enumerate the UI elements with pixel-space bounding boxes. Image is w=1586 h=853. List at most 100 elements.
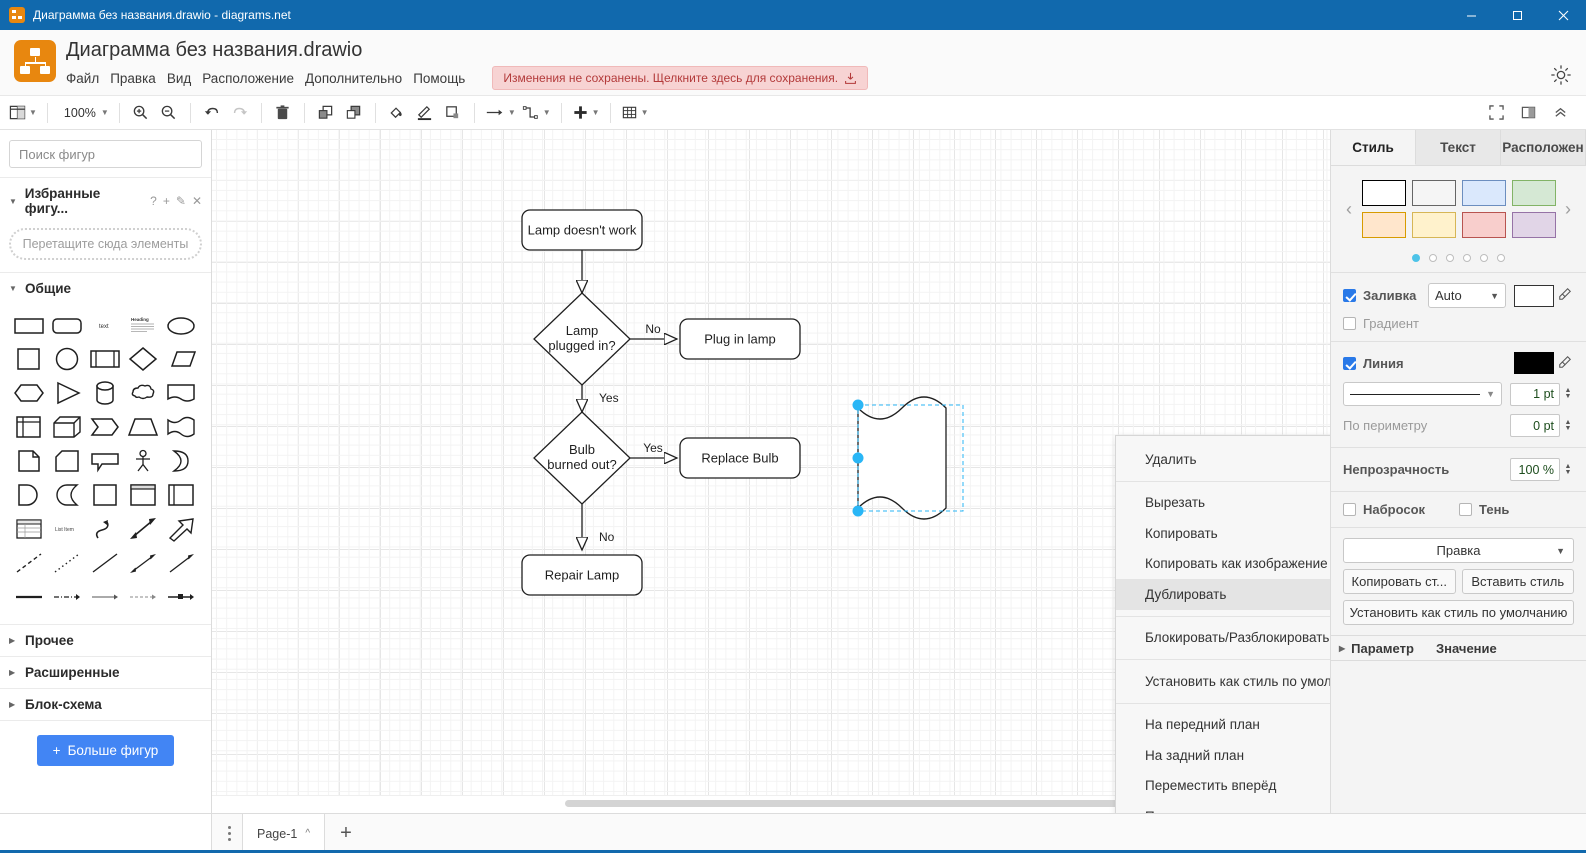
pagination-dot-6[interactable] xyxy=(1497,254,1505,262)
pagination-dot-3[interactable] xyxy=(1446,254,1454,262)
style-swatch-blue[interactable] xyxy=(1461,180,1506,206)
horizontal-scrollbar[interactable] xyxy=(212,795,1330,813)
menu-help[interactable]: Помощь xyxy=(413,70,466,86)
context-menu-item-lock-unlock[interactable]: Блокировать/Разблокировать xyxy=(1145,630,1330,646)
shape-double-arrow-icon[interactable] xyxy=(124,512,162,546)
shape-step-icon[interactable] xyxy=(86,410,124,444)
shape-list-item-icon[interactable]: List Item xyxy=(48,512,86,546)
zoom-select[interactable]: 100% ▼ xyxy=(55,99,112,127)
context-menu-item-delete[interactable]: Удалить xyxy=(1145,451,1197,467)
shape-delay-icon[interactable] xyxy=(10,478,48,512)
fill-color-icon[interactable] xyxy=(383,99,411,127)
close-button[interactable] xyxy=(1540,0,1586,30)
sidebar-section-flowchart[interactable]: ▶ Блок-схема xyxy=(0,688,211,720)
set-default-style-button[interactable]: Установить как стиль по умолчанию xyxy=(1343,600,1574,625)
shape-internal-storage-icon[interactable] xyxy=(10,410,48,444)
line-width-stepper[interactable]: ▲▼ xyxy=(1562,387,1574,400)
connector-plain-icon[interactable] xyxy=(10,580,48,614)
selection-handle-ml[interactable] xyxy=(852,452,864,464)
shape-rounded-rectangle-icon[interactable] xyxy=(48,308,86,342)
shape-loop-limit-icon[interactable] xyxy=(48,478,86,512)
scrollbar-thumb[interactable] xyxy=(565,800,1330,807)
shape-line-icon[interactable] xyxy=(86,546,124,580)
format-panel-icon[interactable] xyxy=(1514,99,1542,127)
style-swatch-green[interactable] xyxy=(1511,180,1556,206)
connector-thin-icon[interactable] xyxy=(86,580,124,614)
line-eyedropper-icon[interactable] xyxy=(1558,355,1574,372)
tab-style[interactable]: Стиль xyxy=(1331,130,1416,165)
flow-node-repair-lamp[interactable]: Repair Lamp xyxy=(521,554,643,596)
theme-toggle-icon[interactable] xyxy=(1550,64,1572,86)
to-front-icon[interactable] xyxy=(312,99,340,127)
collapse-icon[interactable] xyxy=(1546,99,1574,127)
fullscreen-icon[interactable] xyxy=(1482,99,1510,127)
maximize-button[interactable] xyxy=(1494,0,1540,30)
pagination-dot-1[interactable] xyxy=(1412,254,1420,262)
context-menu-item-set-default-style[interactable]: Установить как стиль по умолчанию xyxy=(1145,673,1330,689)
sketch-checkbox[interactable] xyxy=(1343,503,1356,516)
context-menu-item-duplicate[interactable]: Дублировать xyxy=(1116,579,1330,610)
edit-style-dropdown[interactable]: Правка ▼ xyxy=(1343,538,1574,563)
shape-process-icon[interactable] xyxy=(86,342,124,376)
menu-edit[interactable]: Правка xyxy=(110,70,156,86)
delete-icon[interactable] xyxy=(269,99,297,127)
context-menu-item-bring-forward[interactable]: Переместить вперёд xyxy=(1145,778,1277,794)
style-swatch-purple[interactable] xyxy=(1511,212,1556,238)
selection-handle-tl[interactable] xyxy=(852,399,864,411)
shape-cube-icon[interactable] xyxy=(48,410,86,444)
line-checkbox[interactable] xyxy=(1343,356,1356,370)
line-color-icon[interactable] xyxy=(411,99,439,127)
properties-name-column[interactable]: ▶ Параметр xyxy=(1331,641,1436,656)
shape-text-icon[interactable]: text xyxy=(86,308,124,342)
line-style-select[interactable]: ▼ xyxy=(1343,382,1502,406)
shape-dotted-line-icon[interactable] xyxy=(48,546,86,580)
selection-handle-bl[interactable] xyxy=(852,505,864,517)
shape-table-icon[interactable] xyxy=(10,512,48,546)
undo-icon[interactable] xyxy=(198,99,226,127)
kebab-icon[interactable] xyxy=(216,826,242,841)
shape-curved-arrow-icon[interactable] xyxy=(86,512,124,546)
search-input-field[interactable] xyxy=(19,146,195,162)
context-menu-item-copy[interactable]: Копировать xyxy=(1145,525,1218,541)
opacity-input[interactable]: 100 % xyxy=(1510,458,1560,481)
shape-cylinder-icon[interactable] xyxy=(86,376,124,410)
shape-cloud-icon[interactable] xyxy=(124,376,162,410)
shape-block-arrow-icon[interactable] xyxy=(162,512,200,546)
page-tab-page1[interactable]: Page-1 ^ xyxy=(242,814,326,853)
context-menu-item-to-front[interactable]: На передний план xyxy=(1145,717,1260,733)
fill-eyedropper-icon[interactable] xyxy=(1558,287,1574,304)
perimeter-input[interactable]: 0 pt xyxy=(1510,414,1560,437)
flow-node-replace-bulb[interactable]: Replace Bulb xyxy=(679,437,801,479)
shape-container-icon[interactable] xyxy=(86,478,124,512)
fill-checkbox[interactable] xyxy=(1343,289,1356,302)
shape-vertical-container-icon[interactable] xyxy=(162,478,200,512)
menu-extras[interactable]: Дополнительно xyxy=(305,70,403,86)
connector-labeled-icon[interactable] xyxy=(162,580,200,614)
shape-textbox-icon[interactable]: Heading xyxy=(124,308,162,342)
favorites-help-icon[interactable]: ? xyxy=(150,194,157,208)
selected-tape-shape[interactable] xyxy=(852,396,964,520)
add-page-button[interactable]: + xyxy=(340,822,352,844)
shape-bidirectional-arrow-icon[interactable] xyxy=(124,546,162,580)
sidebar-section-misc[interactable]: ▶ Прочее xyxy=(0,624,211,656)
swatches-next-icon[interactable]: › xyxy=(1565,198,1571,219)
opacity-stepper[interactable]: ▲▼ xyxy=(1562,463,1574,476)
context-menu-item-cut[interactable]: Вырезать xyxy=(1145,495,1206,511)
menu-view[interactable]: Вид xyxy=(166,70,192,86)
menu-arrange[interactable]: Расположение xyxy=(202,70,295,86)
shape-titled-container-icon[interactable] xyxy=(124,478,162,512)
shape-parallelogram-icon[interactable] xyxy=(162,342,200,376)
style-swatch-yellow[interactable] xyxy=(1411,212,1456,238)
gradient-checkbox[interactable] xyxy=(1343,317,1356,330)
shape-note-icon[interactable] xyxy=(10,444,48,478)
shape-tape-icon[interactable] xyxy=(162,410,200,444)
shape-or-icon[interactable] xyxy=(162,444,200,478)
shadow-icon[interactable] xyxy=(439,99,467,127)
line-width-input[interactable]: 1 pt xyxy=(1510,382,1560,406)
shape-actor-icon[interactable] xyxy=(124,444,162,478)
zoom-out-icon[interactable] xyxy=(155,99,183,127)
menu-file[interactable]: Файл xyxy=(66,70,100,86)
context-menu-item-copy-as-image[interactable]: Копировать как изображение xyxy=(1145,556,1328,572)
context-menu-item-to-back[interactable]: На задний план xyxy=(1145,747,1245,763)
unsaved-changes-banner[interactable]: Изменения не сохранены. Щелкните здесь д… xyxy=(492,66,869,90)
